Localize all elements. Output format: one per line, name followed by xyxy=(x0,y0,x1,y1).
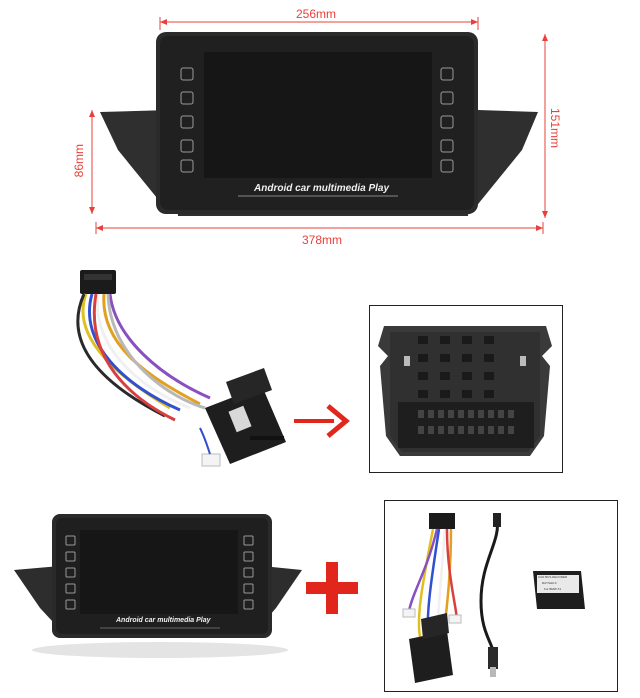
dimension-lines xyxy=(89,17,548,234)
wiring-harness xyxy=(76,270,350,467)
decoder-label-line1: CAN BUS DECODER xyxy=(538,575,568,579)
dimension-top-width: 256mm xyxy=(296,7,337,21)
decoder-label-line2: RAYSH0-0 xyxy=(542,581,557,585)
head-unit-small-caption: Android car multimedia Play xyxy=(116,617,211,624)
arrow-icon xyxy=(294,404,350,438)
head-unit-large xyxy=(100,32,538,216)
iso-connector-plug xyxy=(205,368,286,464)
left-side-buttons xyxy=(180,67,194,173)
dimension-bottom-width: 378mm xyxy=(302,233,343,247)
right-side-buttons xyxy=(440,67,454,173)
plus-icon xyxy=(306,562,358,614)
head-unit-caption: Android car multimedia Play xyxy=(254,183,390,194)
decoder-label-line3: For BMW X1 xyxy=(544,587,562,591)
dimension-diagram: 256mm 378mm 86mm 151mm Android car multi… xyxy=(0,0,640,250)
dimension-left-height: 86mm xyxy=(72,144,86,178)
canbus-decoder-box xyxy=(533,571,585,609)
kit-contents xyxy=(402,513,585,683)
accessory-kit-photo: CAN BUS DECODER RAYSH0-0 For BMW X1 xyxy=(384,500,618,692)
bundle-section: Android car multimedia Play xyxy=(0,500,640,698)
head-unit-small xyxy=(14,514,302,658)
dimension-right-height: 151mm xyxy=(548,108,562,149)
connector-closeup-photo xyxy=(369,305,563,473)
connector-face xyxy=(378,326,552,456)
harness-section xyxy=(0,258,640,473)
